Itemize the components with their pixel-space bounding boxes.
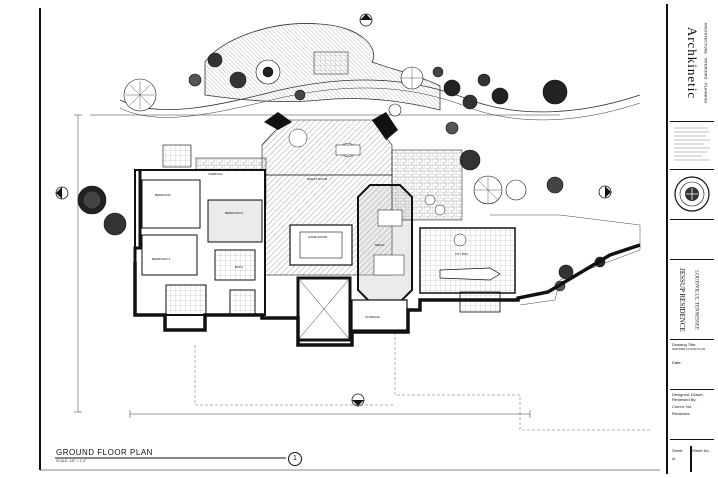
exterior-stair: [162, 144, 192, 168]
drawing-title-value: GROUND FLOOR PLAN: [672, 347, 706, 351]
drawing-title-cell: Drawing Title: GROUND FLOOR PLAN Date:: [670, 340, 714, 390]
plan-title: GROUND FLOOR PLAN: [56, 448, 153, 457]
title-block: Archkinetic ARCHITECTURE · INTERIORS · P…: [666, 4, 714, 474]
dimension-lines: [74, 114, 560, 418]
designed-label: Designed, Drawn,: [672, 392, 704, 397]
revisions-label: Revisions:: [672, 411, 691, 416]
exterior-wall: [133, 243, 641, 347]
garden-path: [119, 79, 641, 113]
label-great-room: GREAT ROOM: [307, 177, 328, 181]
sheet-label: Sheet: [672, 448, 683, 453]
project-name: JESSUP RESIDENCE: [678, 267, 686, 332]
floor-plan-drawing: GREAT ROOM BEDROOM BEDROOM 2 BEDROOM 3 G…: [39, 8, 660, 471]
project-cell: JESSUP RESIDENCE LOUISVILLE, TENNESSEE: [670, 260, 714, 340]
sheet-cell: Sheet Sheet No. of: [670, 440, 714, 474]
driveway-outline: [394, 302, 650, 431]
label-toy-box: TOY BOX: [455, 252, 468, 256]
section-markers: [55, 13, 612, 407]
terrace-furniture: [288, 128, 467, 276]
landscape-plants: [77, 52, 606, 292]
label-bedroom-2: BEDROOM 2: [225, 211, 243, 215]
sheet-of: of: [672, 456, 676, 461]
label-terrace: TERRACE: [208, 172, 222, 176]
plan-number-bubble: 1: [288, 452, 302, 466]
date-label: Date:: [672, 360, 682, 365]
sheet-no-label: Sheet No.: [692, 448, 710, 453]
firm-name: Archkinetic: [685, 26, 700, 99]
architect-seal-icon: [674, 176, 710, 212]
firm-tagline: ARCHITECTURE · INTERIORS · PLANNING: [703, 22, 709, 103]
room-labels: GREAT ROOM BEDROOM BEDROOM 2 BEDROOM 3 G…: [152, 172, 468, 319]
seal-cell: [670, 170, 714, 220]
notes-lines: [674, 127, 710, 161]
label-game-room: GAME ROOM: [308, 235, 328, 239]
drawing-title-label: Drawing Title:: [672, 342, 697, 347]
sheet-divider: [690, 446, 692, 472]
project-address: LOUISVILLE, TENNESSEE: [693, 269, 699, 330]
label-storage: STORAGE: [365, 315, 380, 319]
label-bedroom: BEDROOM: [155, 193, 171, 197]
spacer-cell: [670, 220, 714, 260]
label-media: MEDIA: [375, 243, 385, 247]
patio-stair: [313, 51, 349, 75]
plan-scale: SCALE: 1/8" = 1'-0": [56, 459, 87, 463]
comm-label: Comm. No.: [672, 404, 693, 409]
drive-court: [490, 214, 641, 306]
reviewed-label: Reviewed By:: [672, 397, 697, 402]
review-cell: Designed, Drawn, Reviewed By: Comm. No. …: [670, 390, 714, 440]
notes-cell: [670, 122, 714, 170]
firm-cell: Archkinetic ARCHITECTURE · INTERIORS · P…: [670, 4, 714, 122]
label-bedroom-3: BEDROOM 3: [152, 257, 170, 261]
label-bath: BATH: [235, 265, 243, 269]
building-footprint: [134, 112, 516, 342]
